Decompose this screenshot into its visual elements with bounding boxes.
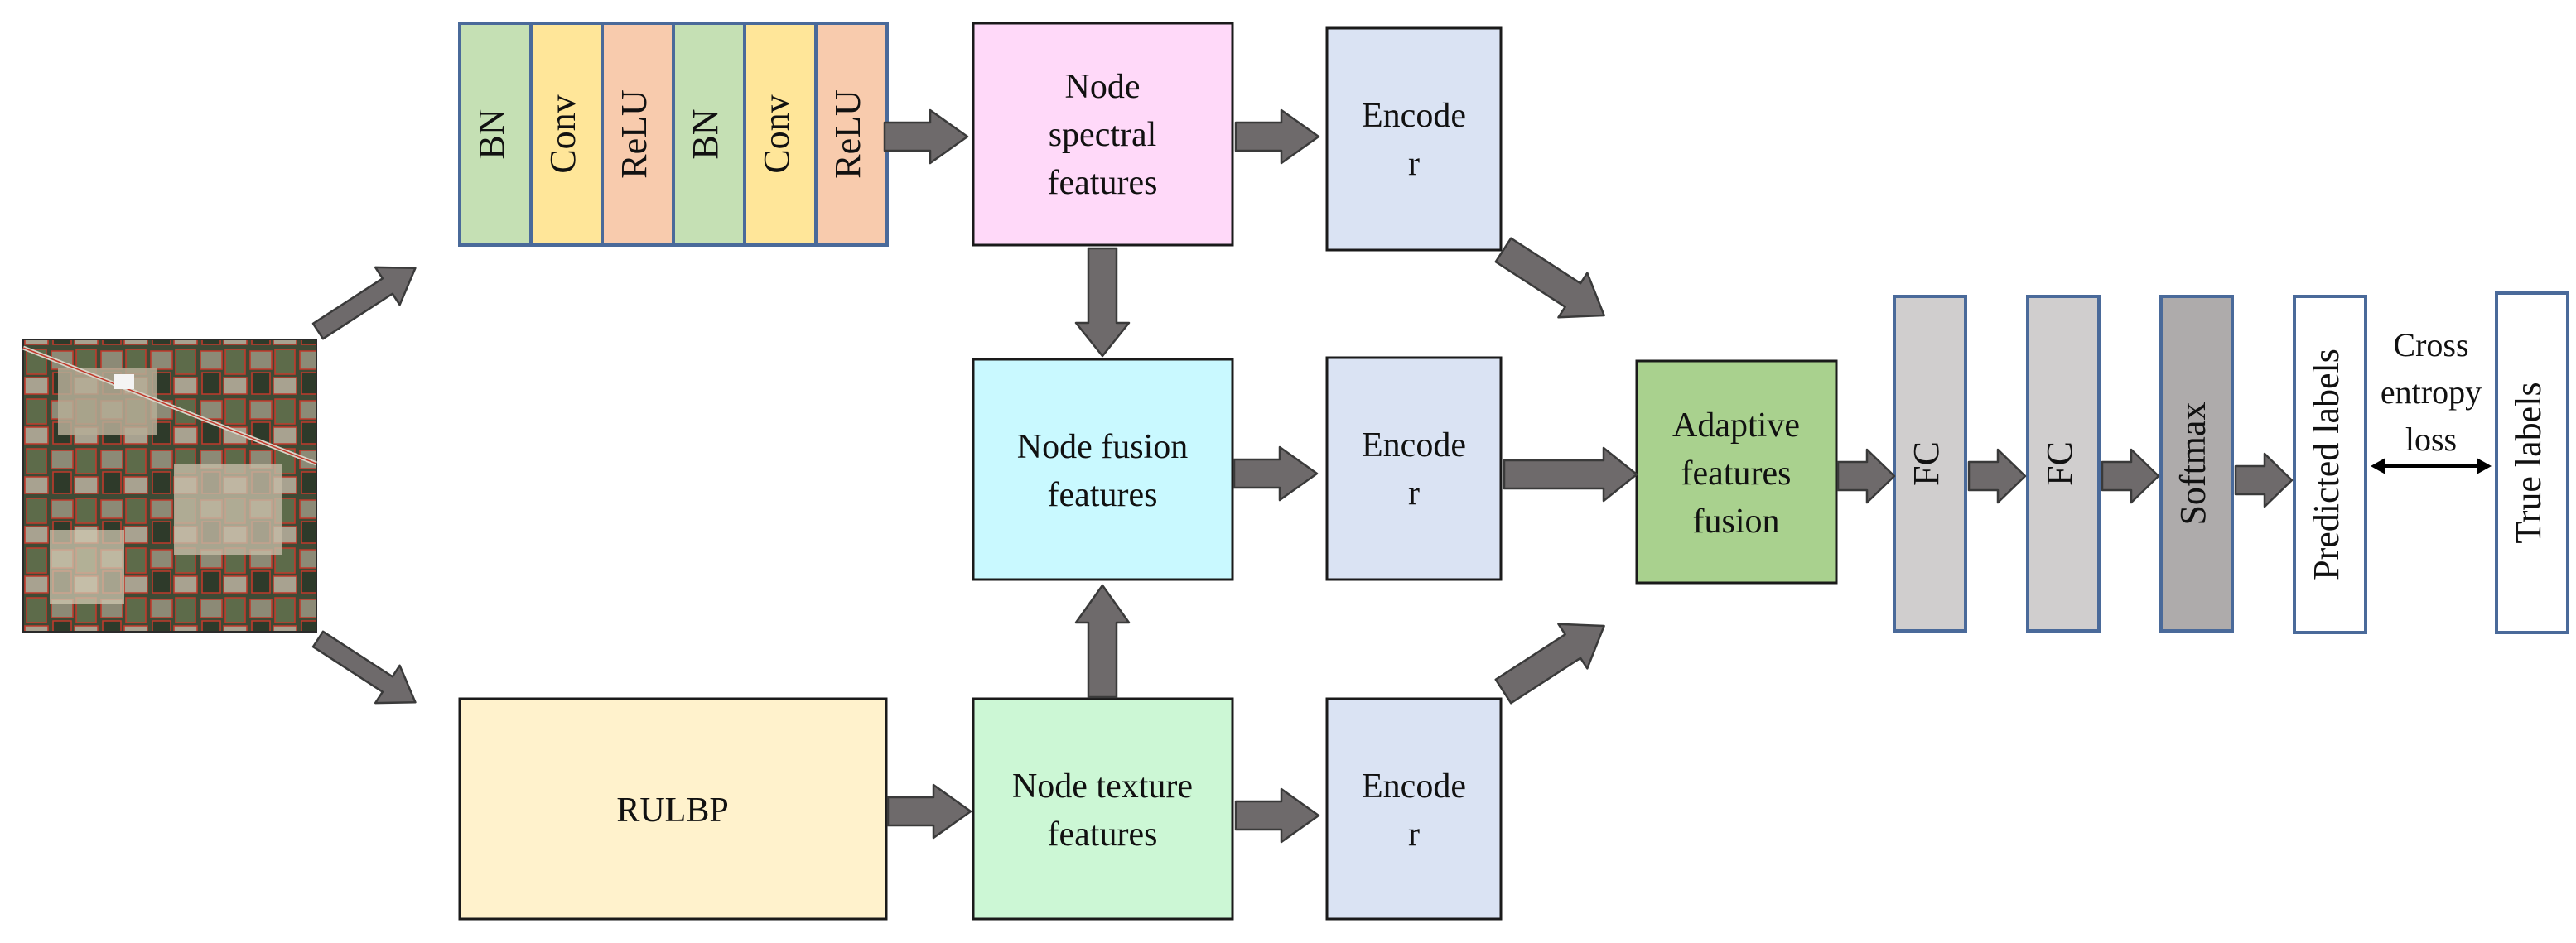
rulbp-block: RULBP [458, 697, 888, 921]
arrow-softmax-to-predicted [2234, 452, 2294, 508]
cross-entropy-loss: Cross entropy loss [2371, 326, 2492, 474]
arrow-conv-to-spectral [883, 108, 969, 165]
bn-label: BN [685, 108, 726, 159]
softmax-layer: Softmax [2159, 295, 2234, 633]
svg-text:Cross: Cross [2393, 326, 2468, 363]
arrow-image-to-rulbp [311, 630, 417, 705]
conv-label: Conv [756, 94, 797, 173]
conv-layer [743, 22, 818, 247]
arrow-encoder3-to-adaptive [1494, 623, 1605, 705]
relu-label: ReLU [827, 89, 868, 179]
svg-text:r: r [1408, 474, 1420, 512]
encoder-spectral: Encode r [1325, 26, 1503, 252]
arrow-encoder2-to-adaptive [1503, 446, 1638, 503]
flow-arrows [311, 108, 2294, 844]
conv-layer [529, 22, 604, 247]
svg-text:features: features [1048, 164, 1158, 202]
svg-text:features: features [1048, 816, 1158, 854]
svg-text:spectral: spectral [1049, 116, 1157, 154]
svg-text:Predicted labels: Predicted labels [2306, 349, 2347, 580]
svg-text:Encode: Encode [1362, 767, 1466, 806]
relu-layer [814, 22, 889, 247]
svg-text:fusion: fusion [1693, 503, 1780, 541]
true-labels: True labels [2495, 291, 2569, 634]
svg-text:Node texture: Node texture [1012, 767, 1193, 806]
relu-label: ReLU [614, 89, 654, 179]
encoder-texture: Encode r [1325, 697, 1503, 921]
svg-text:Adaptive: Adaptive [1672, 407, 1800, 445]
arrow-encoder1-to-adaptive [1494, 237, 1605, 319]
bn-label: BN [471, 108, 512, 159]
fc-layer-1: FC [1893, 295, 1967, 633]
svg-text:Softmax: Softmax [2173, 402, 2213, 525]
predicted-labels: Predicted labels [2293, 295, 2367, 634]
arrow-spectral-to-fusion [1074, 247, 1131, 358]
bn-layer [458, 22, 533, 247]
svg-text:Node fusion: Node fusion [1017, 428, 1188, 466]
arrow-texture-to-fusion [1074, 584, 1131, 699]
arrow-texture-to-encoder [1234, 787, 1320, 844]
adaptive-features-fusion: Adaptive features fusion [1635, 359, 1838, 585]
svg-text:r: r [1408, 145, 1420, 183]
arrow-adaptive-to-fc [1836, 448, 1896, 504]
svg-text:Encode: Encode [1362, 426, 1466, 464]
conv-block: BN Conv ReLU BN Conv ReLU [458, 22, 889, 247]
svg-text:Node: Node [1065, 68, 1141, 106]
node-spectral-features: Node spectral features [972, 22, 1234, 247]
encoder-fusion: Encode r [1325, 356, 1503, 581]
node-texture-features: Node texture features [972, 697, 1234, 921]
arrow-fc-to-softmax [2101, 448, 2160, 504]
fc-layer-2: FC [2026, 295, 2101, 633]
arrow-rulbp-to-texture [886, 783, 972, 840]
svg-text:True labels: True labels [2508, 382, 2549, 543]
svg-text:features: features [1681, 455, 1792, 493]
bn-layer [672, 22, 746, 247]
svg-text:FC: FC [1906, 441, 1946, 486]
conv-label: Conv [543, 94, 583, 173]
svg-text:FC: FC [2039, 441, 2080, 486]
double-arrow-icon [2371, 458, 2492, 474]
arrow-image-to-conv [311, 266, 417, 340]
svg-text:features: features [1048, 476, 1158, 514]
arrow-fc-to-fc [1967, 448, 2027, 504]
arrow-spectral-to-encoder [1234, 108, 1320, 165]
svg-text:RULBP: RULBP [616, 791, 728, 830]
svg-text:loss: loss [2405, 421, 2457, 458]
arrow-fusion-to-encoder [1233, 445, 1319, 502]
node-fusion-features: Node fusion features [972, 358, 1234, 581]
input-image [22, 339, 317, 633]
svg-text:entropy: entropy [2381, 373, 2482, 411]
svg-text:r: r [1408, 816, 1420, 854]
svg-text:Encode: Encode [1362, 97, 1466, 135]
